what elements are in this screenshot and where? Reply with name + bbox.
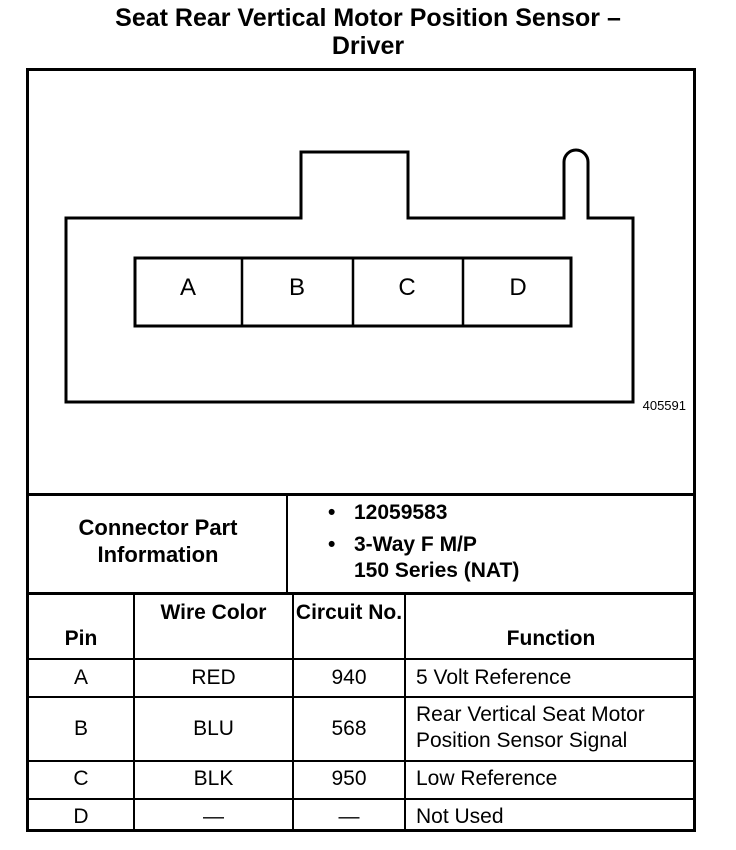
row-b-function: Rear Vertical Seat Motor Position Sensor… — [416, 703, 645, 752]
row-c-wire-color: BLK — [193, 767, 234, 790]
pin-label-a: A — [179, 274, 196, 301]
row-a-pin: A — [73, 666, 88, 689]
header-function: Function — [506, 627, 596, 650]
col-divider-1 — [133, 594, 135, 832]
pin-label-d: D — [509, 274, 527, 301]
row-b-circuit: 568 — [331, 717, 367, 740]
bullet-icon: • — [328, 501, 336, 524]
part-number: 12059583 — [354, 501, 448, 524]
row-d-function: Not Used — [416, 805, 504, 828]
col-divider-2 — [292, 594, 294, 832]
row-c-circuit: 950 — [331, 767, 367, 790]
row-d-pin: D — [73, 805, 89, 828]
divider-row-c — [26, 798, 696, 800]
divider-row-b — [26, 760, 696, 762]
page-title: Seat Rear Vertical Motor Position Sensor… — [0, 4, 736, 60]
divider-diagram — [26, 493, 696, 496]
divider-row-a — [26, 696, 696, 698]
row-c-pin: C — [73, 767, 89, 790]
connector-diagram — [26, 68, 696, 496]
header-pin: Pin — [64, 627, 98, 650]
row-a-circuit: 940 — [331, 666, 367, 689]
divider-cpi-vertical — [286, 494, 288, 593]
pin-label-c: C — [398, 274, 416, 301]
col-divider-3 — [404, 594, 406, 832]
header-wire-color: Wire Color — [160, 601, 267, 624]
diagram-id: 405591 — [642, 398, 686, 413]
pin-label-b: B — [288, 274, 305, 301]
row-d-circuit: — — [338, 805, 360, 828]
connector-drawing — [64, 148, 635, 404]
connector-type: 3-Way F M/P 150 Series (NAT) — [354, 533, 520, 582]
connector-part-info-list: • 12059583 • 3-Way F M/P 150 Series (NAT… — [328, 500, 688, 590]
divider-header — [26, 658, 696, 660]
connector-part-info-item: • 3-Way F M/P 150 Series (NAT) — [328, 532, 688, 584]
row-b-wire-color: BLU — [193, 717, 234, 740]
row-d-wire-color: — — [203, 805, 224, 828]
connector-body-outline — [64, 148, 635, 404]
row-a-wire-color: RED — [191, 666, 236, 689]
page-title-text: Seat Rear Vertical Motor Position Sensor… — [115, 4, 621, 60]
row-a-function: 5 Volt Reference — [416, 666, 572, 689]
divider-cpi — [26, 592, 696, 595]
row-b-pin: B — [73, 717, 88, 740]
connector-part-info-item: • 12059583 — [328, 500, 688, 526]
header-circuit-no: Circuit No. — [295, 601, 403, 624]
row-c-function: Low Reference — [416, 767, 558, 790]
bullet-icon: • — [328, 533, 336, 556]
connector-part-info-label: Connector Part Information — [78, 515, 238, 567]
outer-frame — [26, 68, 696, 832]
